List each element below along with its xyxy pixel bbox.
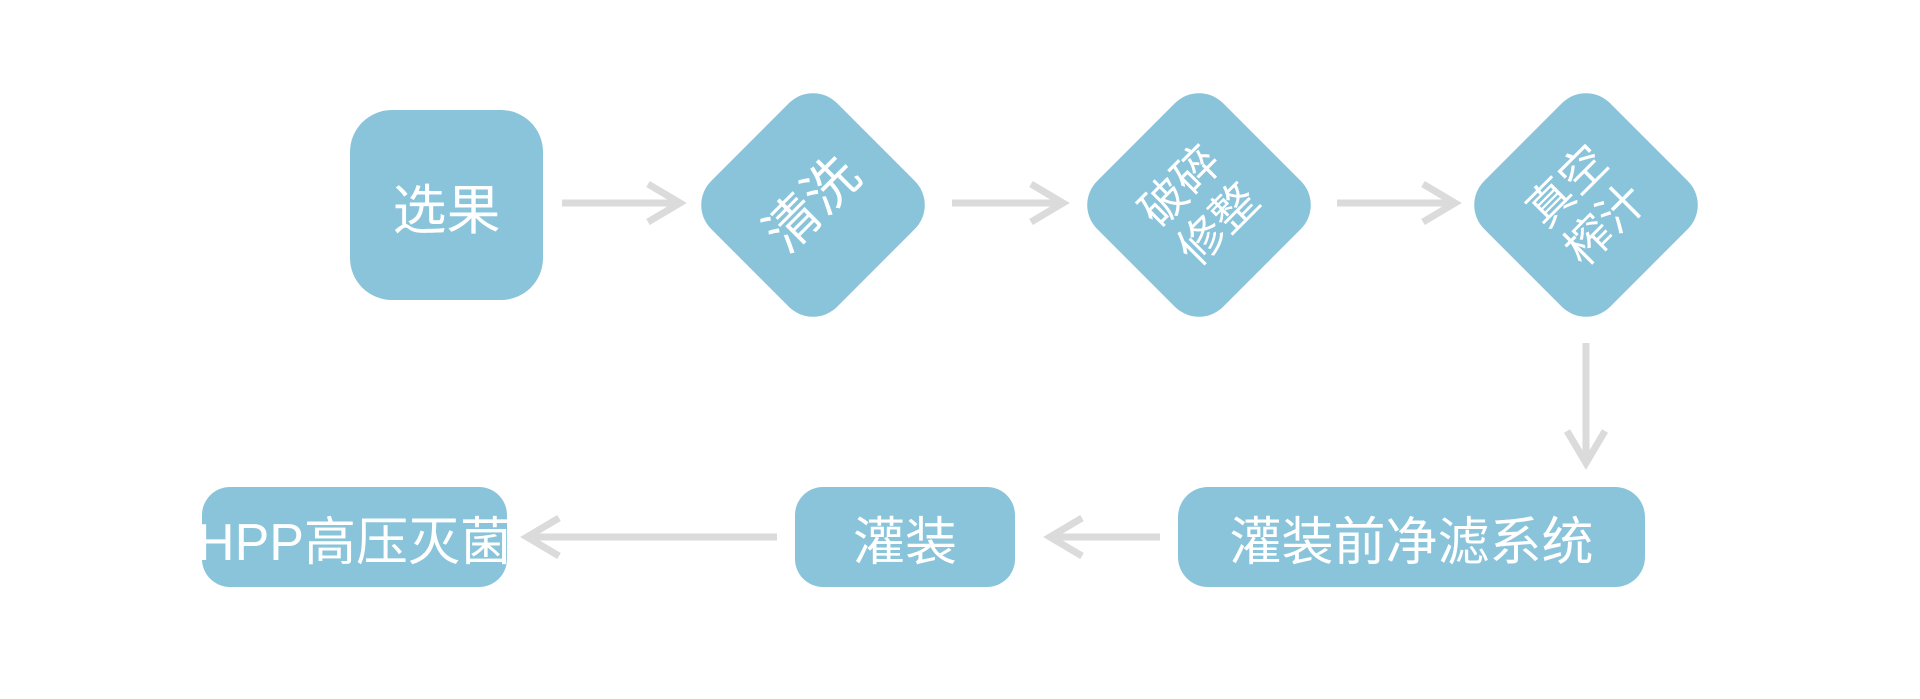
arrow-head xyxy=(1029,180,1070,226)
arrow-left-icon xyxy=(1043,514,1160,560)
arrow-down-icon xyxy=(1563,343,1609,470)
arrow-right-icon xyxy=(562,180,687,226)
node-prefill-filter-system: 灌装前净滤系统 xyxy=(1178,487,1645,587)
node-hpp-sterilization-label: HPP高压灭菌 xyxy=(197,513,512,572)
node-wash-label-wrap: 清洗 xyxy=(687,79,939,331)
arrow-head xyxy=(1043,514,1084,560)
arrow-head xyxy=(520,514,561,560)
arrow-left-icon xyxy=(520,514,777,560)
node-select-fruit-label: 选果 xyxy=(392,180,501,241)
node-hpp-sterilization: HPP高压灭菌 xyxy=(197,487,512,587)
node-filling-label: 灌装 xyxy=(852,513,957,572)
node-filling: 灌装 xyxy=(795,487,1015,587)
node-crush-trim-label-wrap: 破碎 修整 xyxy=(1073,79,1325,331)
node-prefill-filter-system-label: 灌装前净滤系统 xyxy=(1229,513,1594,572)
node-wash-label: 清洗 xyxy=(752,144,872,264)
node-select-fruit: 选果 xyxy=(350,110,543,300)
arrow-right-icon xyxy=(952,180,1070,226)
arrow-right-icon xyxy=(1337,180,1462,226)
arrow-head xyxy=(1421,180,1462,226)
arrow-head xyxy=(1563,429,1609,470)
arrow-head xyxy=(646,180,687,226)
node-vacuum-juice-label-wrap: 真空 榨汁 xyxy=(1460,79,1712,331)
